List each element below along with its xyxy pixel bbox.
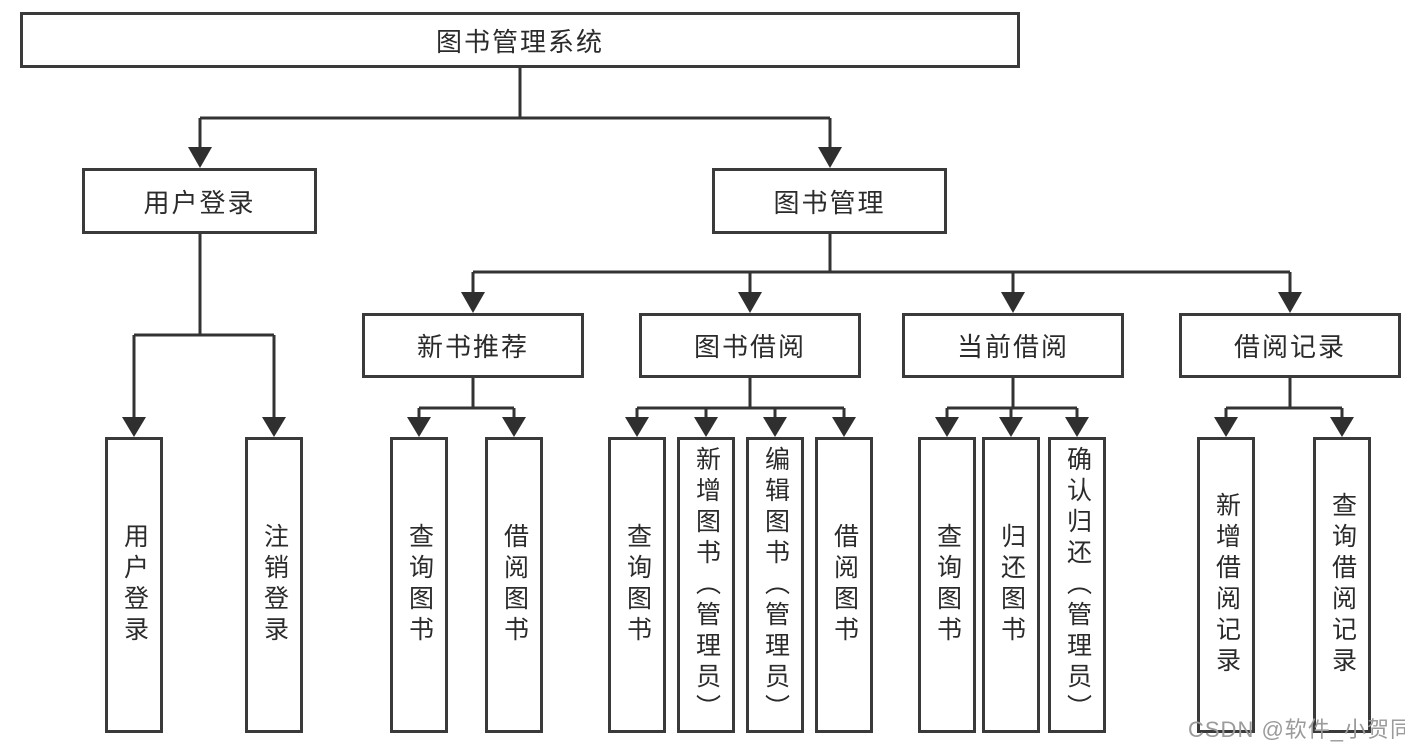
node-book-borrowing: 图书借阅	[639, 313, 861, 378]
node-label: 图书借阅	[693, 332, 806, 362]
node-label: 借阅记录	[1233, 332, 1346, 362]
node-label: 借阅图书	[830, 523, 859, 647]
leaf-user-login: 用户登录	[105, 437, 163, 733]
node-library-management-system: 图书管理系统	[20, 12, 1020, 68]
node-label: 图书管理	[773, 187, 886, 218]
node-label: 查询图书	[405, 523, 434, 647]
watermark: CSDN @软件_小贺同学	[1188, 717, 1405, 742]
node-label: 新书推荐	[416, 332, 529, 362]
leaf-edit-book-admin: 编辑图书（管理员）	[746, 437, 804, 733]
node-new-book-recommendation: 新书推荐	[362, 313, 584, 378]
node-label: 确认归还（管理员）	[1063, 445, 1092, 725]
node-label: 用户登录	[143, 187, 256, 218]
node-label: 查询图书	[623, 523, 652, 647]
node-borrowing-records: 借阅记录	[1179, 313, 1401, 378]
node-label: 归还图书	[997, 523, 1026, 647]
node-current-borrowing: 当前借阅	[902, 313, 1124, 378]
node-label: 编辑图书（管理员）	[761, 445, 790, 725]
node-label: 查询图书	[933, 523, 962, 647]
node-label: 注销登录	[260, 523, 289, 647]
node-label: 新增借阅记录	[1212, 492, 1241, 678]
node-label: 用户登录	[120, 523, 149, 647]
node-book-management: 图书管理	[712, 168, 947, 234]
leaf-add-borrow-record: 新增借阅记录	[1197, 437, 1255, 733]
leaf-query-borrow-record: 查询借阅记录	[1313, 437, 1371, 733]
leaf-query-books-2: 查询图书	[608, 437, 666, 733]
node-label: 新增图书（管理员）	[692, 445, 721, 725]
node-label: 图书管理系统	[435, 26, 604, 57]
leaf-borrow-books-2: 借阅图书	[815, 437, 873, 733]
edge-arrowheads	[122, 147, 1354, 437]
leaf-logout-login: 注销登录	[245, 437, 303, 733]
leaf-query-books-1: 查询图书	[390, 437, 448, 733]
leaf-borrow-books-1: 借阅图书	[485, 437, 543, 733]
leaf-return-books: 归还图书	[982, 437, 1040, 733]
leaf-query-books-3: 查询图书	[918, 437, 976, 733]
node-label: 查询借阅记录	[1328, 492, 1357, 678]
node-label: 当前借阅	[956, 332, 1069, 362]
leaf-confirm-return-admin: 确认归还（管理员）	[1048, 437, 1106, 733]
node-user-login: 用户登录	[82, 168, 317, 234]
node-label: 借阅图书	[500, 523, 529, 647]
leaf-add-book-admin: 新增图书（管理员）	[677, 437, 735, 733]
